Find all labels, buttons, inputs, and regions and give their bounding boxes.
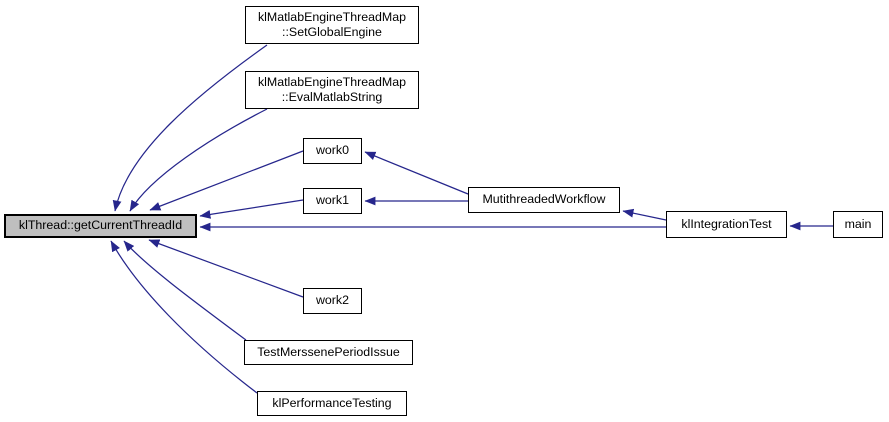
graph-node-work0[interactable]: work0 <box>303 138 362 164</box>
graph-node-label: work1 <box>315 193 350 208</box>
graph-node-label: TestMerssenePeriodIssue <box>257 344 400 359</box>
edge-setglobalengine-to-klthread-getcurrentthreadid <box>112 44 268 212</box>
graph-node-label: work2 <box>315 293 350 308</box>
graph-node-klintegrationtest[interactable]: klIntegrationTest <box>666 211 787 238</box>
graph-node-label: work0 <box>315 143 350 158</box>
edge-work1-to-klthread-getcurrentthreadid <box>199 199 304 219</box>
edge-work2-to-klthread-getcurrentthreadid <box>148 239 304 298</box>
edge-klintegrationtest-to-mutithreadedworkflow <box>622 208 667 221</box>
graph-node-mutithreadedworkflow[interactable]: MutithreadedWorkflow <box>468 187 620 213</box>
graph-node-label: klPerformanceTesting <box>272 395 392 410</box>
graph-node-label: klMatlabEngineThreadMap <box>257 74 407 89</box>
graph-node-testmersseneperiodissue[interactable]: TestMerssenePeriodIssue <box>244 340 413 365</box>
graph-node-label: main <box>844 216 872 231</box>
graph-node-setglobalengine[interactable]: klMatlabEngineThreadMap::SetGlobalEngine <box>245 6 419 44</box>
graph-node-label: ::SetGlobalEngine <box>282 25 382 39</box>
graph-node-label: klThread::getCurrentThreadId <box>18 218 183 233</box>
graph-node-evalmatlabstring[interactable]: klMatlabEngineThreadMap::EvalMatlabStrin… <box>245 71 419 109</box>
graph-node-label: klMatlabEngineThreadMap <box>257 9 407 24</box>
edge-work0-to-klthread-getcurrentthreadid <box>149 150 304 211</box>
edge-testmersseneperiodissue-to-klthread-getcurrentthreadid <box>123 240 247 341</box>
graph-node-work1[interactable]: work1 <box>303 188 362 214</box>
graph-node-work2[interactable]: work2 <box>303 288 362 314</box>
graph-node-label: ::EvalMatlabString <box>281 90 383 104</box>
graph-node-label: klIntegrationTest <box>681 216 772 231</box>
edge-klperformancetesting-to-klthread-getcurrentthreadid <box>110 240 258 394</box>
edge-evalmatlabstring-to-klthread-getcurrentthreadid <box>129 108 268 212</box>
graph-node-main[interactable]: main <box>833 211 883 238</box>
graph-node-label: MutithreadedWorkflow <box>482 192 606 207</box>
graph-node-klthread-getcurrentthreadid: klThread::getCurrentThreadId <box>4 214 197 238</box>
edge-mutithreadedworkflow-to-work0 <box>364 151 469 195</box>
graph-node-klperformancetesting[interactable]: klPerformanceTesting <box>257 391 407 416</box>
